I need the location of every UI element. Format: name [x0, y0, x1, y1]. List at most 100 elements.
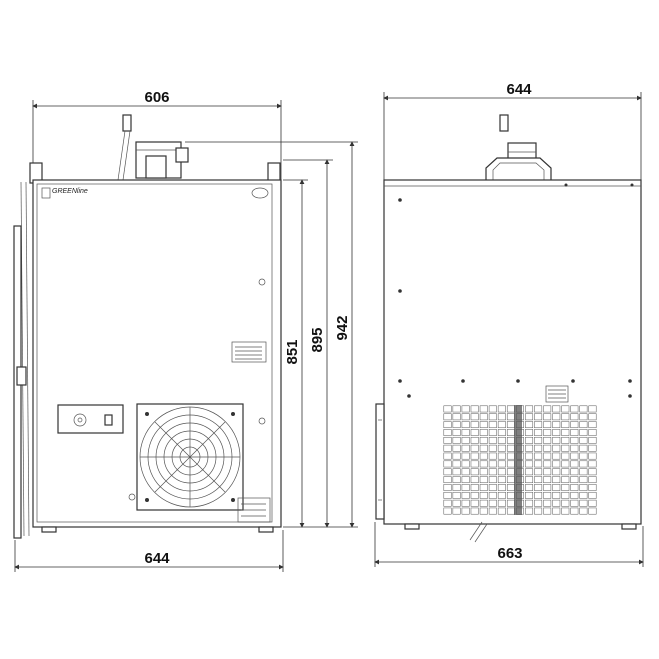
screw-icon — [630, 183, 634, 187]
grid-cell — [470, 429, 479, 436]
grid-cell — [552, 444, 561, 452]
dimension-front-bottom: 644 — [14, 530, 284, 572]
grid-cell — [461, 499, 470, 507]
grid-cell — [579, 436, 588, 444]
grid-cell — [488, 421, 497, 429]
grid-cell — [488, 468, 497, 476]
screw-icon — [628, 379, 632, 383]
grid-cell — [570, 436, 579, 444]
grid-cell — [588, 405, 597, 413]
grid-cell — [488, 413, 497, 421]
grid-cell — [506, 476, 515, 484]
side-hose — [13, 181, 30, 539]
screw-icon — [398, 198, 402, 202]
grid-cell — [588, 452, 597, 460]
grid-cell — [452, 507, 461, 515]
brand-label: GREENline — [52, 188, 88, 195]
grid-cell — [497, 484, 506, 491]
screw-icon — [258, 278, 266, 286]
grid-cell — [461, 413, 470, 421]
grid-cell — [534, 421, 543, 429]
grid-cell — [579, 484, 588, 491]
grid-cell — [461, 468, 470, 476]
grid-cell — [443, 460, 452, 468]
grid-cell — [570, 460, 579, 468]
grid-cell — [443, 491, 452, 499]
grid-cell — [479, 476, 488, 484]
dimension-height-942: 942 — [185, 141, 358, 528]
grid-cell — [443, 484, 452, 491]
grid-cell — [452, 413, 461, 421]
grid-cell — [588, 460, 597, 468]
grid-cell — [561, 452, 570, 460]
grid-cell — [561, 476, 570, 484]
grid-cell — [525, 452, 534, 460]
grid-cell — [534, 507, 543, 515]
grid-cell — [470, 405, 479, 413]
grid-cell — [443, 499, 452, 507]
grid-cell — [470, 436, 479, 444]
grid-cell — [579, 476, 588, 484]
grid-cell — [497, 507, 506, 515]
grid-cell — [543, 484, 552, 491]
grid-cell — [543, 460, 552, 468]
grid-cell — [561, 444, 570, 452]
grid-cell — [443, 468, 452, 476]
dimension-height-895: 895 — [283, 159, 333, 528]
grid-cell — [579, 405, 588, 413]
grid-cell — [543, 444, 552, 452]
side-view-hose — [375, 403, 488, 543]
grid-cell — [506, 491, 515, 499]
grid-cell — [470, 491, 479, 499]
grid-cell — [570, 413, 579, 421]
grid-cell — [525, 507, 534, 515]
grid-cell — [543, 499, 552, 507]
grid-cell — [506, 444, 515, 452]
grid-cell — [534, 460, 543, 468]
grid-cell — [461, 421, 470, 429]
grid-cell — [479, 499, 488, 507]
grid-cell — [525, 468, 534, 476]
grid-cell — [452, 405, 461, 413]
grid-cell — [479, 405, 488, 413]
grid-cell — [543, 421, 552, 429]
screw-icon — [398, 289, 402, 293]
pump-assembly — [117, 114, 189, 181]
grid-cell — [579, 499, 588, 507]
foot — [258, 526, 274, 533]
grid-cell — [552, 421, 561, 429]
grid-cell — [461, 452, 470, 460]
grid-cell — [588, 444, 597, 452]
grid-cell — [561, 507, 570, 515]
grid-cell — [461, 476, 470, 484]
grid-cell — [506, 436, 515, 444]
dimension-front-top: 606 — [32, 89, 282, 180]
grid-cell — [506, 405, 515, 413]
grid-cell — [525, 421, 534, 429]
grid-cell — [543, 507, 552, 515]
grid-cell — [552, 491, 561, 499]
grid-cell — [443, 436, 452, 444]
grid-cell — [588, 421, 597, 429]
grid-cell — [525, 405, 534, 413]
grid-cell — [452, 444, 461, 452]
screw-icon — [564, 183, 568, 187]
grid-cell — [552, 460, 561, 468]
grid-cell — [552, 413, 561, 421]
screw-icon — [571, 379, 575, 383]
grid-cell — [479, 484, 488, 491]
grid-cell — [534, 436, 543, 444]
grid-center-band — [514, 405, 522, 515]
grid-cell — [443, 429, 452, 436]
grid-cell — [443, 452, 452, 460]
grid-cell — [470, 499, 479, 507]
grid-cell — [579, 421, 588, 429]
grid-cell — [479, 429, 488, 436]
grid-cell — [525, 460, 534, 468]
grid-cell — [525, 484, 534, 491]
grid-cell — [479, 452, 488, 460]
warning-icon — [41, 187, 51, 199]
grid-cell — [552, 499, 561, 507]
grid-cell — [506, 499, 515, 507]
